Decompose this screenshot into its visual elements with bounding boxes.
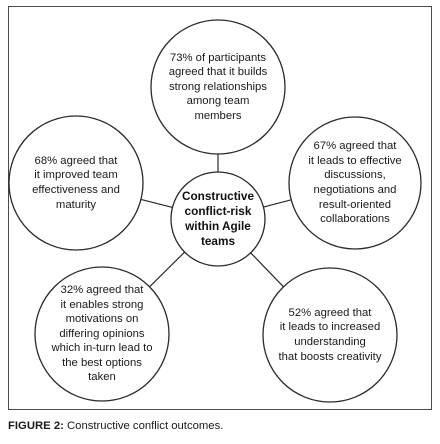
outcome-circle-upper-right: [288, 116, 422, 250]
connector-lower-right: [250, 252, 284, 288]
text-line: understanding: [294, 336, 366, 348]
outcome-circle-top: [150, 19, 286, 155]
text-line: negotiations and: [313, 184, 397, 196]
connector-upper-right: [263, 199, 292, 208]
text-line: differing opinions: [59, 327, 145, 340]
outcome-circle-lower-right: [262, 267, 398, 403]
text-line: agreed that it builds: [168, 66, 268, 79]
text-line: taken: [88, 371, 116, 384]
text-line: it leads to effective: [308, 154, 402, 167]
text-line: collaborations: [320, 213, 390, 226]
text-line: the best options: [62, 356, 142, 369]
figure-caption-text: Constructive conflict outcomes.: [63, 420, 224, 432]
text-line: maturity: [55, 198, 97, 211]
text-line: 68% agreed that: [34, 154, 118, 167]
figure-caption: FIGURE 2: Constructive conflict outcomes…: [8, 420, 223, 432]
text-line: conflict-risk: [184, 204, 252, 219]
text-line: within Agile: [185, 219, 251, 233]
text-line: which in-turn lead to: [51, 342, 153, 355]
center-circle: [170, 171, 266, 267]
connector-upper-left: [140, 198, 173, 209]
text-line: strong relationships: [169, 80, 267, 93]
connector-lower-left: [149, 251, 186, 288]
text-line: that boosts creativity: [278, 350, 382, 363]
text-line: among team: [186, 95, 250, 108]
text-line: Constructive: [181, 189, 255, 204]
text-line: it enables strong: [60, 298, 144, 311]
outcome-text-upper-left: 68% agreed that it improved team effective…: [14, 116, 138, 250]
text-line: it leads to increased: [279, 321, 381, 334]
text-line: result-oriented: [318, 198, 392, 211]
outcome-text-lower-left: 32% agreed that it enables strong motivati…: [40, 267, 164, 401]
outcome-circle-lower-left: [34, 266, 170, 402]
outcome-text-top: 73% of participants agreed that it builds…: [156, 20, 280, 154]
text-line: 73% of participants: [169, 51, 267, 64]
text-line: motivations on: [65, 313, 139, 326]
text-line: discussions,: [324, 169, 386, 182]
conflict-outcomes-diagram: [8, 19, 422, 403]
text-line: 52% agreed that: [288, 306, 372, 319]
text-line: effectiveness and: [32, 184, 120, 196]
outcome-circle-upper-left: [8, 115, 144, 251]
text-line: 67% agreed that: [313, 140, 397, 153]
text-line: teams: [200, 233, 236, 248]
figure-frame: [8, 6, 432, 410]
figure-caption-label: FIGURE 2:: [8, 420, 64, 432]
text-line: it improved team: [34, 169, 118, 182]
text-line: 32% agreed that: [60, 283, 144, 296]
outcome-text-lower-right: 52% agreed that it leads to increased unde…: [268, 268, 392, 402]
text-line: members: [194, 109, 242, 122]
